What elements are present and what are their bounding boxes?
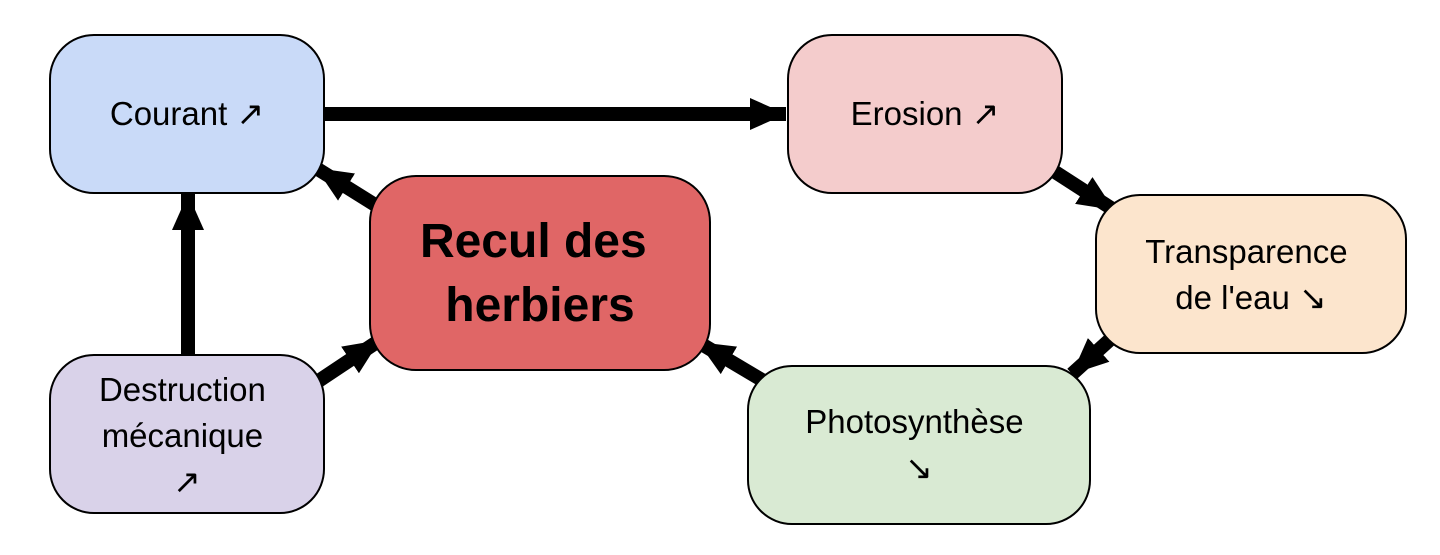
edge-erosion-to-transparence [1048, 164, 1118, 216]
node-courant-box [49, 34, 325, 194]
node-destruction: Destruction mécanique ↗ [49, 354, 325, 514]
node-recul-label: Recul des herbiers [420, 215, 660, 332]
node-destruction-label: Destruction mécanique ↗ [99, 371, 275, 500]
node-photosynthese: Photosynthèse ↘ [747, 365, 1091, 525]
node-transparence-box [1095, 194, 1407, 354]
edges-layer [172, 98, 1119, 390]
node-transparence-line-1: Transparence [1145, 233, 1347, 270]
node-destruction-line-1: Destruction [99, 371, 266, 408]
node-recul-line-1: Recul des [420, 215, 647, 268]
node-photosynthese-label: Photosynthèse ↘ [805, 403, 1033, 486]
edge-destruction-to-recul [310, 334, 384, 390]
node-recul-box [369, 175, 711, 371]
node-destruction-box [49, 354, 325, 514]
node-erosion-box [787, 34, 1063, 194]
node-destruction-line-2: mécanique [102, 417, 263, 454]
node-courant-label: Courant ↗ [110, 95, 264, 132]
node-photosynthese-box [747, 365, 1091, 525]
node-erosion-label: Erosion ↗ [851, 95, 1000, 132]
node-erosion-line-1: Erosion ↗ [851, 95, 1000, 132]
node-transparence-line-2: de l'eau ↘ [1175, 279, 1326, 316]
node-recul: Recul des herbiers [369, 175, 711, 371]
node-photosynthese-line-1: Photosynthèse [805, 403, 1023, 440]
edge-transparence-to-photosynthese [1067, 330, 1119, 380]
edge-photosynthese-to-recul [694, 335, 766, 387]
node-recul-line-2: herbiers [445, 279, 634, 332]
node-erosion: Erosion ↗ [787, 34, 1063, 194]
node-courant-line-1: Courant ↗ [110, 95, 264, 132]
node-photosynthese-line-2: ↘ [905, 449, 933, 486]
node-courant: Courant ↗ [49, 34, 325, 194]
node-transparence: Transparence de l'eau ↘ [1095, 194, 1407, 354]
node-destruction-line-3: ↗ [173, 463, 201, 500]
node-transparence-label: Transparence de l'eau ↘ [1145, 233, 1357, 316]
edge-recul-to-courant [312, 162, 384, 214]
